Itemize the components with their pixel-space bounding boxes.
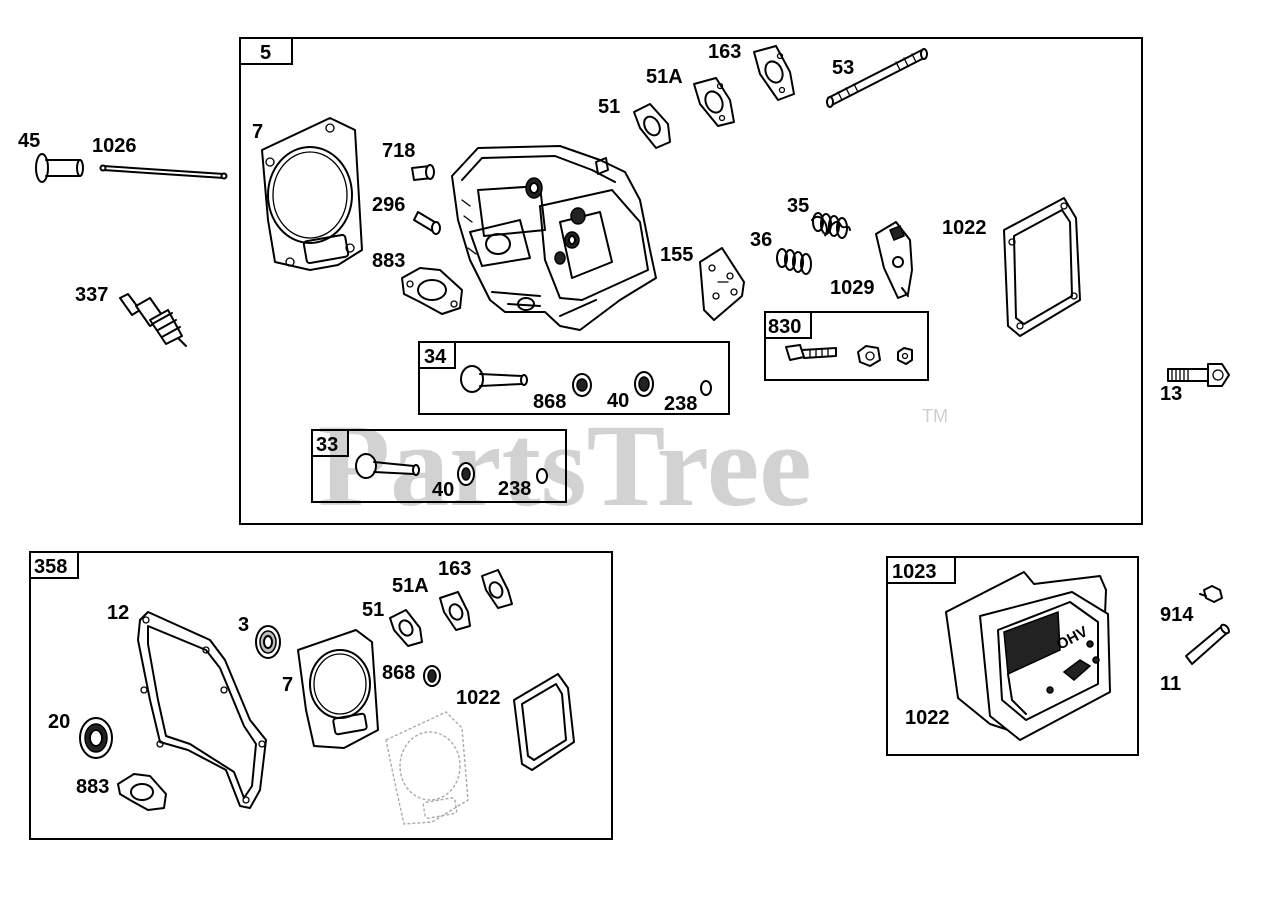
label-163[interactable]: 163 bbox=[708, 41, 741, 63]
label-36[interactable]: 36 bbox=[750, 229, 772, 251]
watermark-text: PartsTree bbox=[318, 400, 812, 531]
part-1022-gasket-kit[interactable] bbox=[513, 673, 575, 771]
part-830-locknut[interactable] bbox=[897, 347, 913, 365]
group-5-label: 5 bbox=[260, 42, 271, 64]
part-163-gasket-kit[interactable] bbox=[481, 569, 513, 609]
part-40-spring-retainer[interactable] bbox=[634, 371, 654, 397]
part-11-tube[interactable] bbox=[1185, 623, 1231, 665]
part-883-gasket-kit[interactable] bbox=[117, 773, 167, 811]
group-34[interactable]: 34 bbox=[418, 341, 730, 415]
label-20[interactable]: 20 bbox=[48, 711, 70, 733]
group-1023-label: 1023 bbox=[892, 561, 937, 583]
label-51a-kit[interactable]: 51A bbox=[392, 575, 429, 597]
part-238-cap-b[interactable] bbox=[536, 468, 548, 484]
part-883-gasket[interactable] bbox=[401, 267, 463, 315]
part-51a-gasket[interactable] bbox=[693, 77, 735, 127]
label-51a[interactable]: 51A bbox=[646, 66, 683, 88]
label-3[interactable]: 3 bbox=[238, 614, 249, 636]
label-238[interactable]: 238 bbox=[664, 393, 697, 415]
label-868-kit[interactable]: 868 bbox=[382, 662, 415, 684]
part-238-valve-cap[interactable] bbox=[700, 380, 712, 396]
part-36-spring[interactable] bbox=[776, 248, 812, 275]
label-163-kit[interactable]: 163 bbox=[438, 558, 471, 580]
part-155-gasket[interactable] bbox=[699, 247, 745, 321]
group-33[interactable]: 33 bbox=[311, 429, 567, 503]
watermark-trademark: TM bbox=[922, 406, 948, 426]
group-830[interactable]: 830 bbox=[764, 311, 929, 381]
label-51[interactable]: 51 bbox=[598, 96, 620, 118]
part-ghost-head-gasket bbox=[385, 711, 469, 825]
part-296-pin[interactable] bbox=[413, 211, 441, 235]
part-830-adjuster-screw[interactable] bbox=[785, 344, 837, 361]
part-7-head-gasket[interactable] bbox=[261, 117, 363, 271]
part-51-gasket-kit[interactable] bbox=[389, 609, 423, 647]
part-337-spark-plug[interactable] bbox=[119, 293, 187, 347]
part-34-exhaust-valve[interactable] bbox=[460, 365, 528, 393]
part-7-head-gasket-kit[interactable] bbox=[297, 629, 379, 749]
group-33-label: 33 bbox=[316, 434, 338, 456]
label-45[interactable]: 45 bbox=[18, 130, 40, 152]
label-40-b[interactable]: 40 bbox=[432, 479, 454, 501]
label-12[interactable]: 12 bbox=[107, 602, 129, 624]
group-358[interactable]: 358 bbox=[29, 551, 613, 840]
part-13-bolt[interactable] bbox=[1167, 363, 1230, 387]
part-1022-rocker-gasket[interactable] bbox=[1003, 197, 1081, 337]
label-53[interactable]: 53 bbox=[832, 57, 854, 79]
part-20-oil-seal[interactable] bbox=[79, 717, 113, 759]
part-718-dowel[interactable] bbox=[411, 164, 435, 181]
part-53-stud[interactable] bbox=[826, 48, 928, 108]
label-238-b[interactable]: 238 bbox=[498, 478, 531, 500]
label-337[interactable]: 337 bbox=[75, 284, 108, 306]
label-1022-cover[interactable]: 1022 bbox=[905, 707, 950, 729]
label-914[interactable]: 914 bbox=[1160, 604, 1194, 626]
part-35-spring[interactable] bbox=[811, 212, 851, 239]
label-40[interactable]: 40 bbox=[607, 390, 629, 412]
part-830-nut[interactable] bbox=[857, 345, 881, 367]
group-830-label: 830 bbox=[768, 316, 801, 338]
label-13[interactable]: 13 bbox=[1160, 383, 1182, 405]
part-51a-gasket-kit[interactable] bbox=[439, 591, 471, 631]
part-1026-push-rod[interactable] bbox=[99, 164, 228, 180]
part-868-valve-seal-kit[interactable] bbox=[423, 665, 441, 687]
label-718[interactable]: 718 bbox=[382, 140, 415, 162]
label-1022-kit[interactable]: 1022 bbox=[456, 687, 501, 709]
part-163-gasket[interactable] bbox=[753, 45, 795, 101]
part-45-retainer[interactable] bbox=[35, 153, 84, 183]
group-1023[interactable]: 1023 bbox=[886, 556, 1139, 756]
label-883[interactable]: 883 bbox=[372, 250, 405, 272]
label-7-kit[interactable]: 7 bbox=[282, 674, 293, 696]
part-51-gasket[interactable] bbox=[633, 103, 671, 149]
group-358-label: 358 bbox=[34, 556, 67, 578]
label-51-kit[interactable]: 51 bbox=[362, 599, 384, 621]
label-11[interactable]: 11 bbox=[1160, 673, 1181, 695]
label-1029[interactable]: 1029 bbox=[830, 277, 875, 299]
label-1022[interactable]: 1022 bbox=[942, 217, 987, 239]
part-1029-rocker-arm[interactable] bbox=[875, 221, 913, 299]
label-7[interactable]: 7 bbox=[252, 121, 263, 143]
group-5[interactable]: 5 bbox=[239, 37, 1143, 525]
label-1026[interactable]: 1026 bbox=[92, 135, 137, 157]
part-3-oil-seal[interactable] bbox=[255, 625, 281, 659]
part-40-retainer-b[interactable] bbox=[457, 462, 475, 486]
part-12-crankcase-gasket[interactable] bbox=[137, 611, 267, 809]
label-296[interactable]: 296 bbox=[372, 194, 405, 216]
part-1023-rocker-cover[interactable]: OHV bbox=[979, 591, 1111, 741]
part-914-screw[interactable] bbox=[1199, 585, 1223, 603]
label-35[interactable]: 35 bbox=[787, 195, 809, 217]
label-155[interactable]: 155 bbox=[660, 244, 693, 266]
part-33-intake-valve[interactable] bbox=[355, 453, 420, 479]
cylinder-head[interactable] bbox=[451, 145, 657, 331]
group-34-label: 34 bbox=[424, 346, 447, 368]
part-868-valve-seal[interactable] bbox=[572, 373, 592, 397]
label-868[interactable]: 868 bbox=[533, 391, 566, 413]
label-883-kit[interactable]: 883 bbox=[76, 776, 109, 798]
